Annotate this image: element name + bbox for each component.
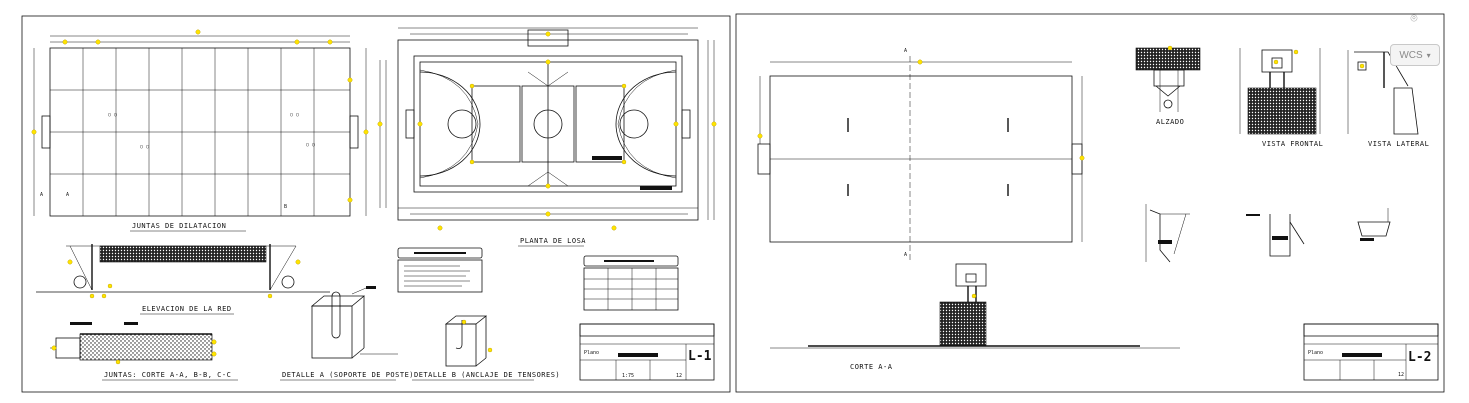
title-block-1: Plano 1:75 12 L-1 xyxy=(579,323,715,381)
vista-frontal-title: VISTA FRONTAL xyxy=(1262,140,1323,148)
juntas-title: JUNTAS DE DILATACION xyxy=(132,222,226,230)
section-mark: B xyxy=(284,204,287,210)
alzado: ALZADO xyxy=(1135,45,1201,126)
detalle-a: DETALLE A (SOPORTE DE POSTE) xyxy=(280,286,414,381)
section-mark: A xyxy=(904,48,907,54)
title-block-label: Plano xyxy=(1308,350,1323,356)
title-block-label: Plano xyxy=(584,350,599,356)
wcs-label: WCS xyxy=(1399,49,1423,61)
sheet-2-border xyxy=(735,13,1445,393)
detalle-a-title: DETALLE A (SOPORTE DE POSTE) xyxy=(282,371,414,379)
corte-title: CORTE A-A xyxy=(850,363,893,371)
notes-box xyxy=(397,247,483,293)
viewcube-icon[interactable]: ⌾ xyxy=(1410,11,1418,25)
wcs-selector-button[interactable]: WCS ▾ xyxy=(1390,44,1440,66)
chevron-down-icon: ▾ xyxy=(1426,50,1431,60)
svg-text:○ ○: ○ ○ xyxy=(290,112,299,118)
vista-lateral: VISTA LATERAL xyxy=(1347,50,1429,148)
detalle-aro xyxy=(1145,204,1190,263)
planta-title: PLANTA DE LOSA xyxy=(520,237,586,245)
elevacion-title: ELEVACION DE LA RED xyxy=(142,305,232,313)
section-mark: A xyxy=(40,192,43,198)
vista-frontal: VISTA FRONTAL xyxy=(1239,48,1323,148)
corte-juntas: JUNTAS: CORTE A-A, B-B, C-C xyxy=(50,322,238,381)
section-mark: A xyxy=(66,192,69,198)
detalle-poste xyxy=(1246,214,1305,257)
sheet-number: L-1 xyxy=(688,349,712,364)
juntas-plan: A A B ○ ○ ○ ○ ○ ○ ○ ○ JUNTAS DE DILATACI… xyxy=(31,29,369,232)
svg-text:○ ○: ○ ○ xyxy=(108,112,117,118)
corte-juntas-title: JUNTAS: CORTE A-A, B-B, C-C xyxy=(104,371,231,379)
elevacion-red: ELEVACION DE LA RED xyxy=(36,244,330,315)
title-block-2: Plano 12 L-2 xyxy=(1303,323,1439,381)
vista-lateral-title: VISTA LATERAL xyxy=(1368,140,1429,148)
detalle-anclaje xyxy=(1357,208,1391,241)
sheet-1: A A B ○ ○ ○ ○ ○ ○ ○ ○ JUNTAS DE DILATACI… xyxy=(21,15,731,393)
title-block-sheet-count: 12 xyxy=(676,373,682,379)
spec-table xyxy=(583,255,679,311)
sheet-number: L-2 xyxy=(1408,350,1431,365)
title-block-sheet-count: 12 xyxy=(1398,372,1404,378)
alzado-title: ALZADO xyxy=(1156,118,1184,126)
corte-a-a: CORTE A-A xyxy=(770,263,1180,371)
svg-text:○ ○: ○ ○ xyxy=(140,144,149,150)
detalle-b-title: DETALLE B (ANCLAJE DE TENSORES) xyxy=(414,371,560,379)
sheet-2: A A CORTE A-A ALZADO xyxy=(735,13,1445,393)
detalle-b: DETALLE B (ANCLAJE DE TENSORES) xyxy=(412,315,560,381)
planta-losa: PLANTA DE LOSA xyxy=(377,27,717,247)
sheet-1-border xyxy=(21,15,731,393)
title-block-scale: 1:75 xyxy=(622,373,634,379)
svg-text:○ ○: ○ ○ xyxy=(306,142,315,148)
cancha-plan: A A xyxy=(757,48,1085,262)
section-mark: A xyxy=(904,252,907,258)
